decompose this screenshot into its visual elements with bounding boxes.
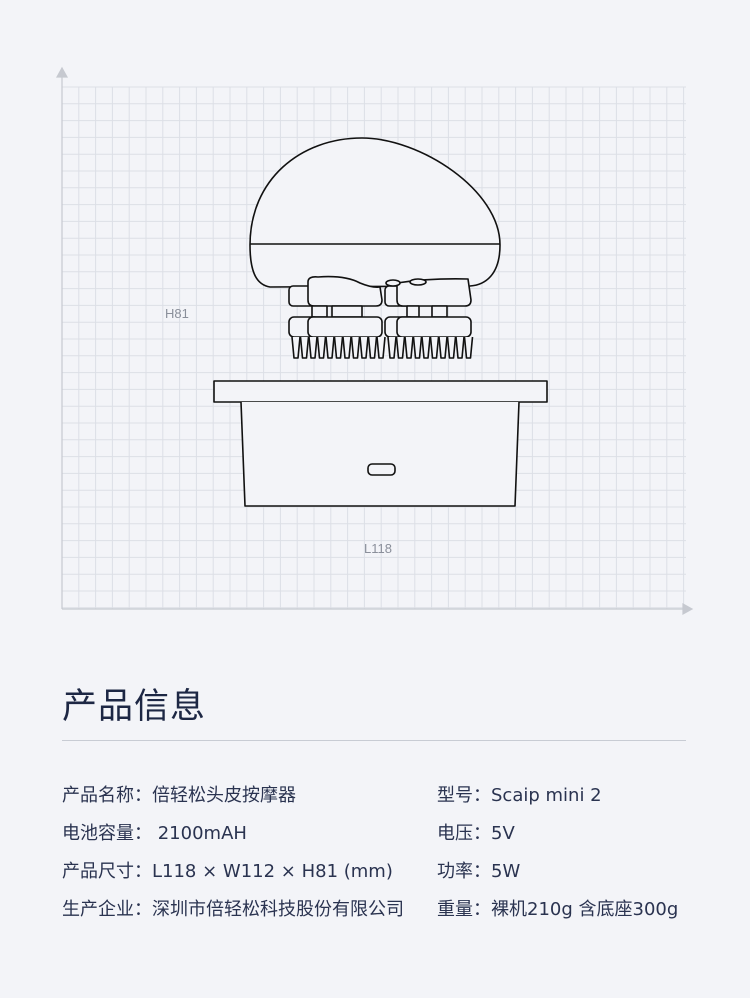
spec-value: 裸机210g 含底座300g xyxy=(491,899,679,920)
bristle xyxy=(376,336,386,359)
grid xyxy=(61,86,686,609)
length-dimension-label: L118 xyxy=(364,541,392,556)
bristle xyxy=(438,336,448,359)
spec-model: 型号：Scaip mini 2 xyxy=(437,781,602,807)
spec-product-name: 产品名称：倍轻松头皮按摩器 xyxy=(62,781,296,807)
bristle xyxy=(367,336,378,359)
bristle xyxy=(325,336,335,359)
spec-manufacturer: 生产企业：深圳市倍轻松科技股份有限公司 xyxy=(62,895,404,921)
spec-label: 电池容量： xyxy=(62,823,152,844)
spec-value: 倍轻松头皮按摩器 xyxy=(152,785,296,806)
spec-label: 功率： xyxy=(437,861,491,882)
height-dimension-label: H81 xyxy=(165,306,189,321)
bristle xyxy=(291,336,301,359)
spec-label: 型号： xyxy=(437,785,491,806)
spec-size: 产品尺寸：L118 × W112 × H81 (mm) xyxy=(62,857,393,883)
spec-label: 生产企业： xyxy=(62,899,152,920)
bristle xyxy=(387,336,397,359)
charging-port-icon xyxy=(367,463,396,476)
y-axis-arrow-icon xyxy=(55,66,69,78)
bristle xyxy=(421,336,431,359)
spec-label: 产品尺寸： xyxy=(62,861,152,882)
spec-value: Scaip mini 2 xyxy=(491,785,602,806)
bristles xyxy=(291,336,474,359)
spec-voltage: 电压：5V xyxy=(437,819,515,845)
bristle xyxy=(350,336,361,359)
product-dimension-diagram xyxy=(55,66,694,616)
spec-label: 产品名称： xyxy=(62,785,152,806)
bristle xyxy=(446,336,457,359)
bristle xyxy=(308,336,318,359)
bristle xyxy=(404,336,414,359)
bristle xyxy=(359,336,369,359)
bristle xyxy=(342,336,352,359)
spec-power: 功率：5W xyxy=(437,857,520,883)
bristle xyxy=(463,336,474,359)
spec-value: 深圳市倍轻松科技股份有限公司 xyxy=(152,899,404,920)
bristle xyxy=(395,336,406,359)
bristle xyxy=(455,336,465,359)
spec-value: 2100mAH xyxy=(152,823,247,844)
bristle xyxy=(412,336,423,359)
spec-value: L118 × W112 × H81 (mm) xyxy=(152,861,393,882)
spec-label: 重量： xyxy=(437,899,491,920)
section-title: 产品信息 xyxy=(62,687,207,727)
bristle xyxy=(316,336,327,359)
bristle xyxy=(333,336,344,359)
axes xyxy=(55,66,694,616)
massager-drawing xyxy=(213,137,548,507)
spec-value: 5V xyxy=(491,823,515,844)
spec-value: 5W xyxy=(491,861,521,882)
bristle xyxy=(299,336,310,359)
spec-weight: 重量：裸机210g 含底座300g xyxy=(437,895,678,921)
divider xyxy=(62,740,686,741)
spec-battery: 电池容量： 2100mAH xyxy=(62,819,247,845)
bristle xyxy=(429,336,440,359)
spec-label: 电压： xyxy=(437,823,491,844)
x-axis-arrow-icon xyxy=(682,602,694,616)
